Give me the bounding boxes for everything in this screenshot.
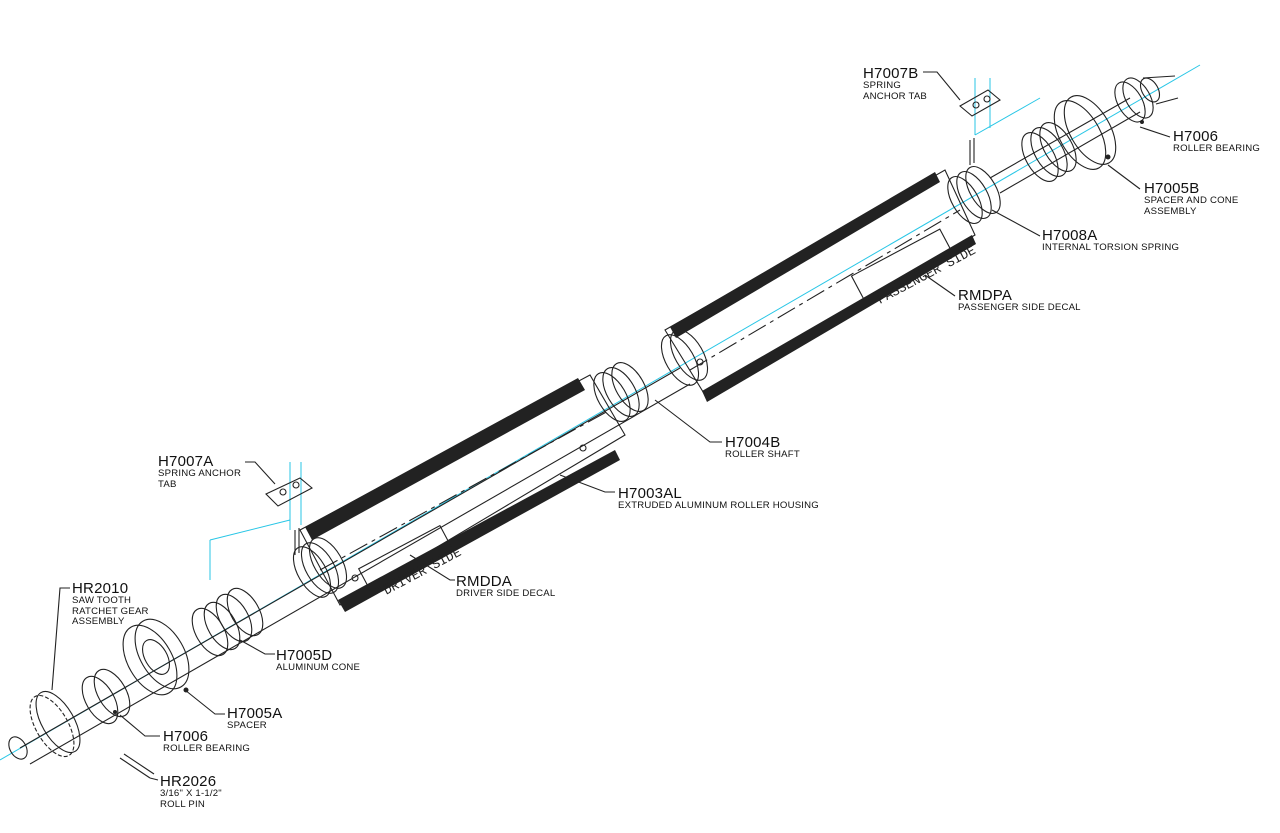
part-description: ROLLER SHAFT: [725, 449, 800, 460]
part-description: SPACER AND CONE: [1144, 195, 1239, 206]
callout-h7006-top: H7006 ROLLER BEARING: [1173, 129, 1260, 155]
roll-pin: [119, 753, 155, 779]
callout-h7007b: H7007B SPRING ANCHOR TAB: [863, 66, 927, 102]
spacer-cone-assembly-top: [1053, 95, 1117, 170]
part-number: HR2010: [72, 580, 129, 597]
callout-h7005d: H7005D ALUMINUM CONE: [276, 648, 360, 674]
part-description: TAB: [158, 478, 177, 490]
callout-h7003al: H7003AL EXTRUDED ALUMINUM ROLLER HOUSING: [618, 486, 819, 512]
roller-bearing-top: [1114, 77, 1154, 124]
callout-h7007a: H7007A SPRING ANCHOR TAB: [158, 454, 241, 490]
part-description: ROLLER BEARING: [163, 743, 251, 754]
part-description: SPRING: [863, 80, 901, 91]
aluminum-cone: [191, 587, 264, 657]
part-number: H7003AL: [618, 485, 682, 502]
passenger-spring: [660, 122, 1077, 386]
roller-shaft: [8, 75, 1179, 765]
callout-h7005a: H7005A SPACER: [227, 706, 282, 732]
part-description: SAW TOOTH: [72, 595, 132, 606]
part-description: ALUMINUM CONE: [276, 662, 361, 673]
part-number: H7004B: [725, 434, 781, 451]
part-number: H7005B: [1144, 180, 1200, 197]
callout-h7005b: H7005B SPACER AND CONE ASSEMBLY: [1144, 181, 1239, 217]
callout-h7006-bottom: H7006 ROLLER BEARING: [163, 729, 250, 755]
part-description: ANCHOR TAB: [863, 90, 928, 102]
part-number: H7006: [163, 728, 209, 745]
part-number: HR2026: [160, 773, 217, 790]
part-number: H7007A: [158, 453, 214, 470]
callout-rmdpa: RMDPA PASSENGER SIDE DECAL: [958, 288, 1081, 314]
part-description: RATCHET GEAR: [72, 605, 149, 617]
spacer: [122, 618, 190, 696]
part-number: H7007B: [863, 65, 919, 82]
part-number: H7008A: [1042, 227, 1098, 244]
callout-rmdda: RMDDA DRIVER SIDE DECAL: [456, 574, 555, 600]
part-description: ROLLER BEARING: [1173, 143, 1261, 154]
part-description: PASSENGER SIDE DECAL: [958, 302, 1081, 313]
callout-h7004b: H7004B ROLLER SHAFT: [725, 435, 800, 461]
part-description: SPRING ANCHOR: [158, 468, 242, 479]
part-description: SPACER: [227, 720, 267, 731]
part-description: ASSEMBLY: [1144, 205, 1197, 217]
saw-tooth-ratchet-gear: [29, 690, 81, 758]
callout-hr2010: HR2010 SAW TOOTH RATCHET GEAR ASSEMBLY: [72, 581, 149, 628]
part-description: DRIVER SIDE DECAL: [456, 588, 556, 599]
part-number: H7006: [1173, 128, 1219, 145]
part-number: H7005D: [276, 647, 333, 664]
roller-bearing-bottom: [81, 668, 131, 725]
part-description: ROLL PIN: [160, 798, 205, 810]
driver-decal: [357, 524, 453, 593]
callout-h7008a: H7008A INTERNAL TORSION SPRING: [1042, 228, 1179, 254]
spring-anchor-tab-top: [959, 89, 1001, 165]
passenger-side-housing: PASSENGER SIDE: [664, 169, 978, 402]
spring-anchor-tab-bottom: [265, 477, 313, 555]
part-description: ASSEMBLY: [72, 616, 125, 627]
part-description: INTERNAL TORSION SPRING: [1042, 242, 1180, 253]
leader-lines: [51, 71, 1171, 781]
driver-spring: [292, 362, 649, 598]
callout-hr2026: HR2026 3/16" X 1-1/2" ROLL PIN: [160, 774, 222, 810]
part-number: RMDDA: [456, 573, 512, 590]
part-number: RMDPA: [958, 287, 1013, 304]
part-number: H7005A: [227, 705, 283, 722]
part-description: EXTRUDED ALUMINUM ROLLER HOUSING: [618, 500, 819, 511]
part-description: 3/16" X 1-1/2": [160, 788, 222, 799]
